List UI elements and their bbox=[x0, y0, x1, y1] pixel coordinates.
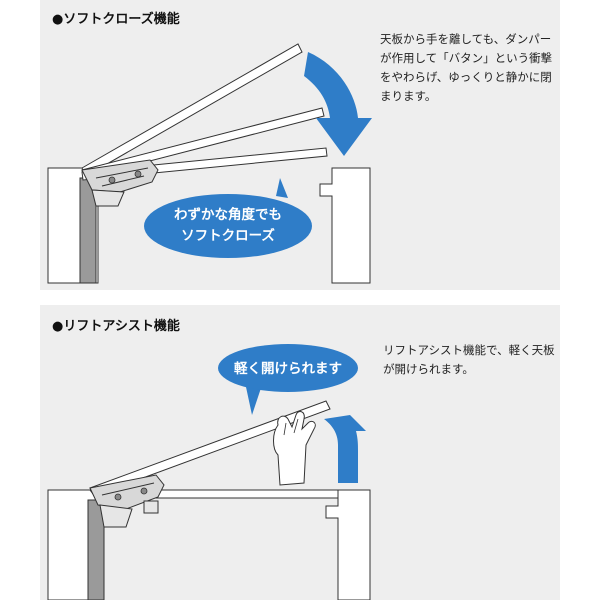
soft-close-bubble-line1: わずかな角度でも bbox=[174, 206, 282, 223]
soft-close-bubble: わずかな角度でも ソフトクローズ bbox=[144, 178, 312, 258]
right-counter bbox=[319, 167, 371, 284]
hinge-mechanism bbox=[81, 159, 159, 207]
lift-assist-panel: 軽く開けられます ●リフトアシスト機能 リフトアシスト機能で、軽く天板が開けられ… bbox=[40, 305, 560, 600]
lift-arrow-icon bbox=[324, 415, 366, 483]
lift-assist-bubble-text: 軽く開けられます bbox=[234, 360, 342, 377]
closing-arrow-icon bbox=[304, 52, 372, 156]
hand-icon bbox=[273, 411, 316, 486]
lift-assist-heading: ●リフトアシスト機能 bbox=[52, 319, 180, 334]
soft-close-illustration: わずかな角度でも ソフトクローズ bbox=[47, 43, 372, 284]
soft-close-description: 天板から手を離しても、ダンパーが作用して「バタン」という衝撃をやわらげ、ゆっくり… bbox=[380, 32, 553, 103]
hinge-mechanism bbox=[89, 474, 165, 528]
soft-close-heading: ●ソフトクローズ機能 bbox=[52, 12, 180, 27]
lift-assist-description: リフトアシスト機能で、軽く天板が開けられます。 bbox=[383, 343, 555, 376]
lift-assist-bubble: 軽く開けられます bbox=[218, 344, 358, 415]
soft-close-panel: わずかな角度でも ソフトクローズ ●ソフトクローズ機能 天板から手を離しても、ダ… bbox=[40, 0, 560, 290]
lift-assist-illustration: 軽く開けられます bbox=[47, 344, 371, 600]
right-counter bbox=[325, 489, 371, 600]
soft-close-bubble-line2: ソフトクローズ bbox=[181, 227, 275, 244]
